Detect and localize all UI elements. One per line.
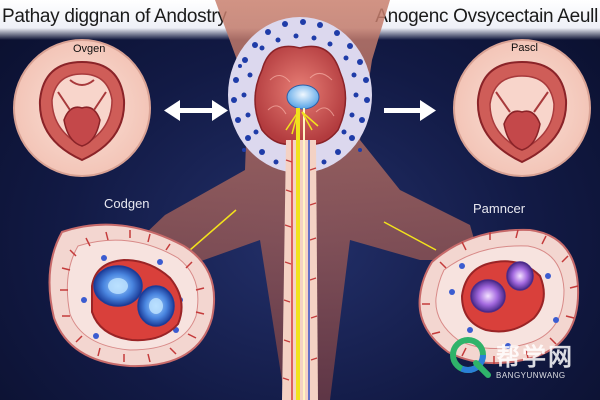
arrow-left-right-icon [164, 100, 228, 121]
label-bottom-left: Codgen [104, 196, 150, 211]
arrow-right-icon [384, 100, 436, 121]
organ-texture [267, 73, 335, 117]
pointer-line-right [383, 221, 437, 251]
title-left: Pathay diggnan of Andostry [2, 6, 227, 27]
watermark: 帮学网 BANGYUNWANG [446, 333, 596, 393]
bottom-right-tissue-section [418, 228, 580, 365]
top-right-circle-organ [453, 39, 591, 177]
watermark-text: 帮学网 [496, 344, 574, 371]
blue-dot-cluster [231, 19, 370, 165]
top-left-circle-organ [13, 39, 151, 177]
spinal-texture [282, 159, 318, 381]
pointer-line-left [189, 209, 237, 251]
label-bottom-right: Pamncer [473, 201, 526, 216]
watermark-subtext: BANGYUNWANG [496, 371, 566, 380]
label-top-right-circle: Pascl [511, 42, 538, 54]
bottom-left-tissue-section [48, 223, 216, 368]
central-blue-bulb [286, 84, 320, 110]
title-right: Anogenc Ovsycectain Aeull [375, 6, 598, 27]
q-logo-icon [450, 337, 491, 378]
label-top-left-circle: Ovgen [73, 43, 106, 55]
nerve-branches [285, 111, 319, 135]
